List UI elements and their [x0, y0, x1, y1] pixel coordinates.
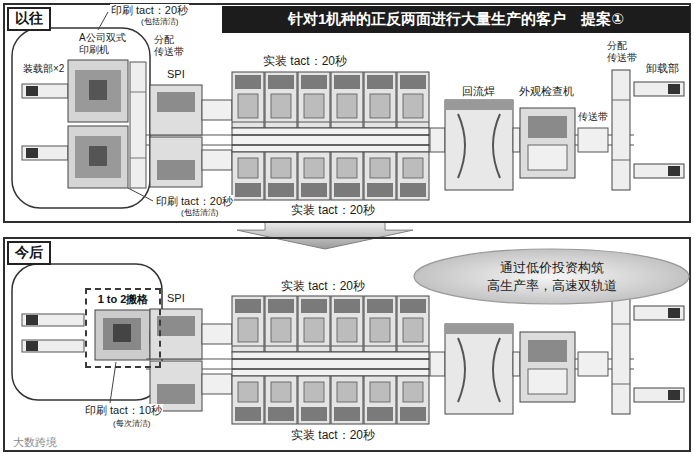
note-label: (包括清洁)	[140, 17, 179, 27]
tact-label: 实装 tact：20秒	[262, 54, 348, 68]
panel-heading: 今后	[7, 241, 51, 265]
tact-label: 实装 tact：20秒	[290, 203, 376, 217]
tact-label: 印刷 tact：20秒	[155, 195, 234, 208]
tact-label: 实装 tact：20秒	[280, 279, 366, 293]
title-banner: 针对1机种的正反两面进行大量生产的客户 提案①	[222, 6, 690, 33]
transition-arrow	[237, 222, 413, 249]
tact-label: 实装 tact：20秒	[290, 428, 376, 442]
oval-shape	[413, 248, 690, 305]
machine-label: A公司双式 印刷机	[78, 32, 132, 56]
note-label: (包括清洁)	[180, 208, 219, 218]
machine-label: 外观检查机	[518, 85, 575, 98]
panel-heading: 以往	[7, 7, 51, 31]
machine-label: 回流焊	[461, 85, 496, 98]
panel: 今后通过低价投资构筑 高生产率，高速双轨道 1 to 2搬格	[3, 237, 691, 452]
tact-label: 印刷 tact：10秒	[84, 404, 163, 417]
frame-label: 1 to 2搬格	[95, 292, 152, 307]
oval-outline	[414, 249, 689, 304]
machine-label: 传送带	[577, 111, 609, 123]
tact-label: 印刷 tact：20秒	[110, 4, 189, 17]
watermark: 大数跨境	[12, 436, 58, 449]
machine-label: SPI	[166, 292, 186, 305]
message-text: 通过低价投资构筑 高生产率，高速双轨道	[477, 259, 627, 294]
machine-label: SPI	[166, 68, 186, 81]
machine-label: 卸载部	[645, 62, 680, 75]
title-text: 针对1机种的正反两面进行大量生产的客户 提案①	[288, 10, 624, 29]
note-label: (每次清洁)	[112, 419, 151, 429]
machine-label: 分配 传送带	[606, 40, 640, 64]
machine-label: 分配 传送带	[153, 34, 187, 58]
message-oval: 通过低价投资构筑 高生产率，高速双轨道	[413, 248, 690, 305]
machine-label: 装载部×2	[22, 63, 65, 75]
dashed-frame: 1 to 2搬格	[85, 288, 161, 368]
